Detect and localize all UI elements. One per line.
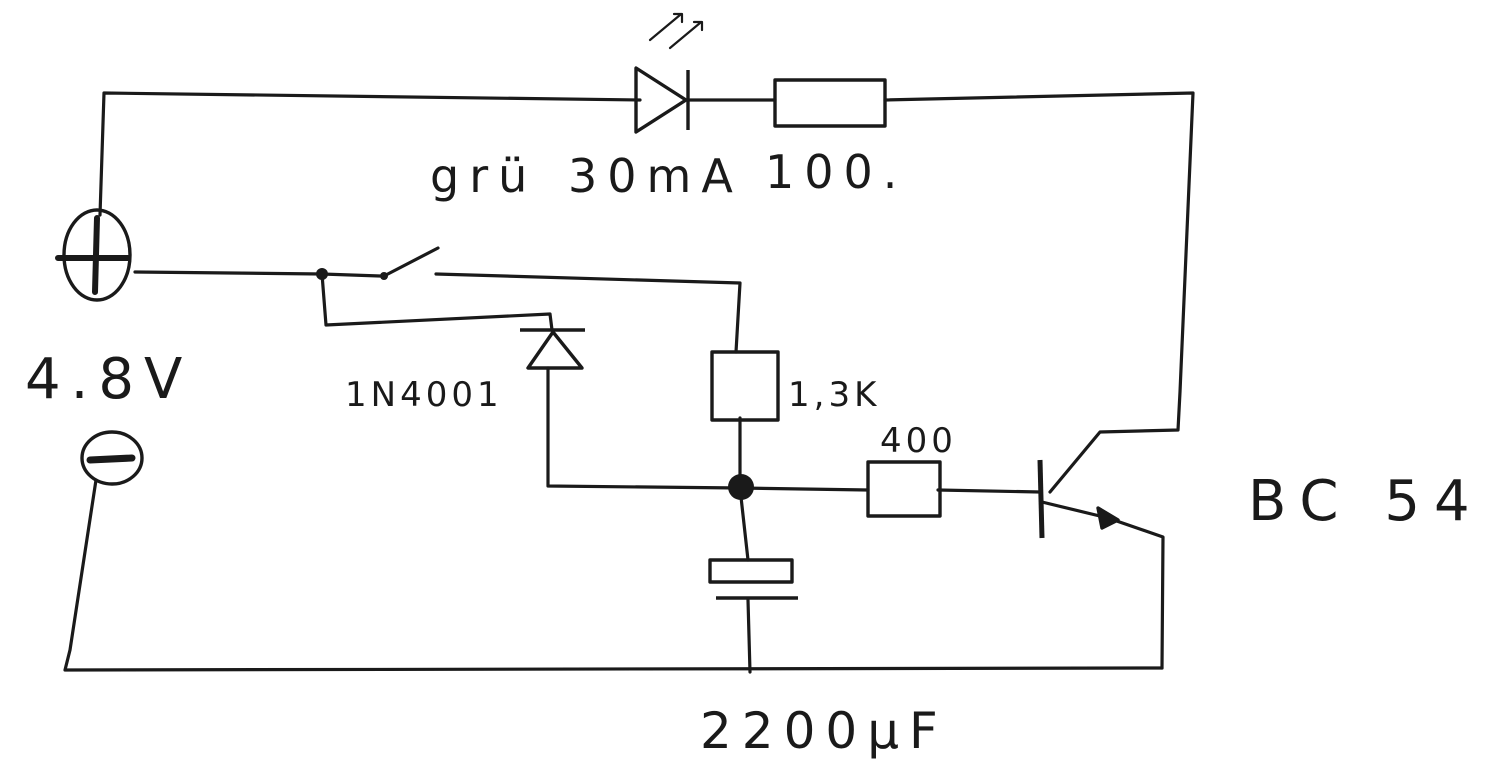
- battery-minus-terminal: [80, 430, 144, 486]
- wire-node-to-base-resistor: [738, 486, 870, 492]
- wire-junction-to-diode: [320, 272, 554, 332]
- wire-battery-plus-to-top: [98, 91, 642, 217]
- led-resistor: [773, 78, 887, 128]
- led-color-label: grü: [430, 149, 537, 203]
- transistor: [1037, 459, 1120, 539]
- wire-battery-to-junction: [133, 270, 382, 278]
- led-triangle: [634, 66, 688, 134]
- wire-emitter-to-ground: [1106, 516, 1165, 670]
- capacitor: [708, 558, 798, 600]
- battery-voltage-label: 4.8V: [25, 347, 192, 412]
- led-resistor-label: 100.: [765, 145, 907, 199]
- transistor-base-bar: [1037, 459, 1045, 539]
- junction-dot-switch: [316, 268, 328, 280]
- emitter-arrow-icon: [1096, 506, 1120, 530]
- plus-icon: [55, 215, 131, 295]
- wire-diode-to-node: [546, 366, 742, 490]
- led: [634, 12, 704, 134]
- wire-resistor-to-base: [936, 488, 1042, 494]
- wire-node-to-cap: [738, 486, 750, 562]
- divider-resistor: [710, 350, 780, 422]
- base-resistor: [866, 460, 942, 518]
- capacitor-plate-positive: [708, 558, 794, 584]
- led-current-label: 30mA: [568, 149, 743, 203]
- capacitor-label: 2200µF: [700, 702, 948, 760]
- diode-triangle: [526, 330, 584, 370]
- base-resistor-label: 400: [880, 421, 957, 461]
- minus-icon: [86, 454, 136, 464]
- transistor-type-label: BC 547: [1248, 469, 1487, 534]
- wires: [63, 91, 1195, 674]
- wire-switch-to-divider: [434, 272, 742, 354]
- switch-blade: [382, 246, 440, 278]
- diode-type-label: 1N4001: [345, 375, 503, 415]
- wire-cap-to-ground: [746, 598, 752, 674]
- divider-resistor-label: 1,3K: [788, 375, 880, 415]
- switch: [380, 246, 440, 280]
- wire-ground-rail: [63, 478, 1164, 672]
- junction-dot-node: [728, 474, 754, 500]
- battery: [55, 208, 144, 486]
- wire-top-right-to-collector: [883, 91, 1195, 494]
- led-light-arrows-icon: [648, 12, 704, 50]
- transistor-emitter: [1040, 500, 1110, 520]
- diode: [520, 328, 585, 370]
